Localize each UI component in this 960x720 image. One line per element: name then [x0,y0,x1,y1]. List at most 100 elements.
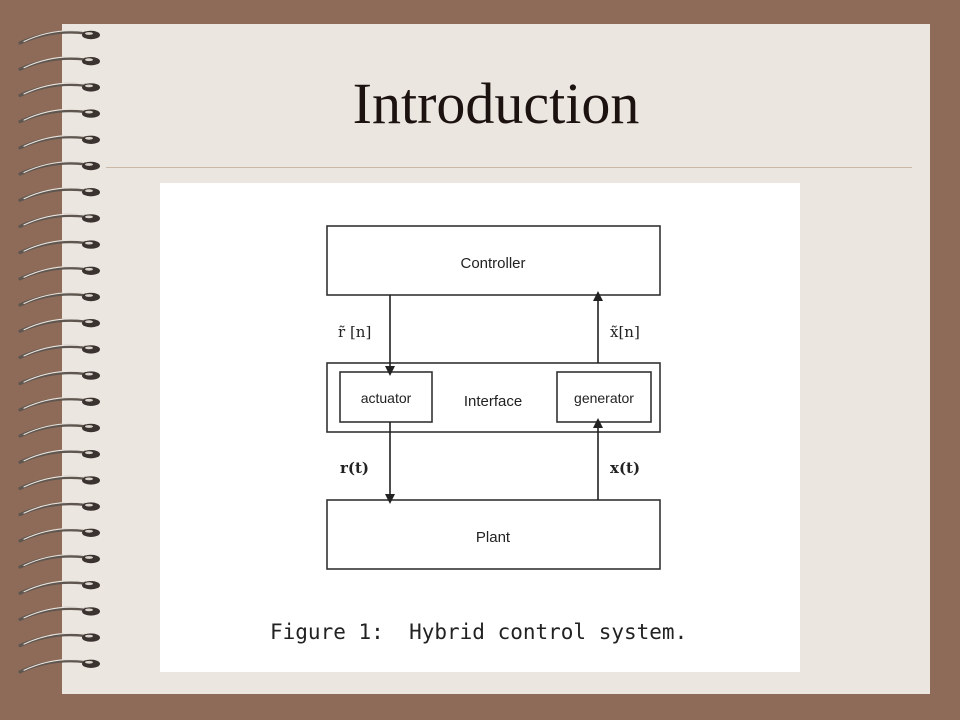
interface-label: Interface [464,393,522,410]
spiral-hole [82,214,100,223]
spiral-ring-highlight [23,501,85,514]
spiral-hole-shine [85,110,93,114]
spiral-ring-highlight [23,30,85,43]
controller-box [326,225,661,296]
spiral-hole [82,135,100,144]
spiral-ring [18,187,88,202]
edge-label-x-tilde: x̃[n] [610,323,640,341]
spiral-hole-shine [85,163,93,166]
spiral-ring [18,240,88,255]
spiral-hole [82,161,100,171]
spiral-ring [18,606,88,621]
spiral-ring [18,423,88,438]
spiral-ring [18,292,88,307]
spiral-ring-highlight [23,266,85,278]
hybrid-control-diagram: Controller Interface actuator generator … [270,225,687,644]
spiral-hole-shine [85,320,93,324]
spiral-ring [18,135,88,150]
figure-caption: Figure 1: Hybrid control system. [270,620,687,644]
spiral-ring-highlight [23,187,85,200]
spiral-ring-highlight [23,292,85,305]
spiral-hole-shine [85,189,93,193]
spiral-ring-highlight [23,632,85,645]
spiral-ring [18,318,88,333]
spiral-hole [82,397,100,406]
spiral-hole-shine [85,634,93,638]
spiral-hole [82,188,100,197]
spiral-ring-highlight [23,135,85,147]
spiral-ring [18,371,88,386]
spiral-hole [82,476,100,485]
spiral-hole [82,266,100,275]
plant-label: Plant [476,529,511,546]
spiral-hole-shine [85,58,93,62]
spiral-ring [18,580,88,595]
spiral-hole [82,607,100,616]
spiral-ring-highlight [23,449,85,462]
generator-label: generator [574,390,634,406]
spiral-ring-highlight [23,344,85,357]
edge-label-x-t: x(t) [610,459,640,477]
spiral-ring-highlight [23,239,85,252]
spiral-hole [82,319,100,328]
spiral-ring [18,213,88,228]
spiral-ring-highlight [23,554,85,567]
title-divider [106,167,912,168]
spiral-ring [18,161,88,176]
spiral-hole [82,554,100,564]
spiral-hole [82,371,100,380]
spiral-ring [18,633,88,648]
spiral-hole [82,30,100,40]
spiral-hole [82,345,100,354]
spiral-ring-highlight [23,423,85,436]
spiral-ring-highlight [23,161,85,174]
spiral-hole-shine [85,294,93,297]
spiral-hole-shine [85,136,93,140]
spiral-hole [82,57,100,66]
edge-label-r-tilde: r̃ [n] [338,323,371,341]
spiral-ring-highlight [23,108,85,121]
spiral-ring-highlight [23,370,85,383]
spiral-ring-highlight [23,82,85,95]
spiral-hole [82,423,100,433]
spiral-hole-shine [85,660,93,664]
spiral-hole-shine [85,608,93,612]
spiral-hole [82,581,100,590]
spiral-hole-shine [85,84,93,88]
spiral-hole-shine [85,267,93,271]
spiral-ring-highlight [23,580,85,593]
spiral-hole-shine [85,451,93,455]
spiral-ring [18,344,88,359]
spiral-hole-shine [85,241,93,245]
controller-label: Controller [460,255,525,272]
spiral-hole [82,528,100,537]
slide-title: Introduction [352,71,640,136]
spiral-ring-highlight [23,318,85,331]
spiral-ring-highlight [23,659,85,671]
spiral-ring-highlight [23,56,85,69]
spiral-ring [18,266,88,281]
spiral-hole-shine [85,32,93,35]
spiral-ring [18,449,88,464]
figure-panel: Controller Interface actuator generator … [160,183,800,672]
plant-box [326,499,661,570]
spiral-hole-shine [85,215,93,219]
spiral-ring-highlight [23,528,85,540]
spiral-ring [18,554,88,569]
generator-box [556,371,652,423]
spiral-hole [82,633,100,642]
spiral-hole-shine [85,477,93,481]
spiral-hole-shine [85,346,93,350]
spiral-ring-highlight [23,606,85,619]
spiral-hole [82,659,100,668]
spiral-hole [82,240,100,249]
spiral-hole-shine [85,425,93,428]
spiral-hole-shine [85,582,93,586]
spiral-ring [18,397,88,412]
spiral-hole-shine [85,398,93,402]
spiral-ring-highlight [23,213,85,226]
spiral-binding [18,30,100,674]
spiral-hole [82,502,100,511]
interface-box [326,362,661,433]
spiral-hole-shine [85,372,93,376]
